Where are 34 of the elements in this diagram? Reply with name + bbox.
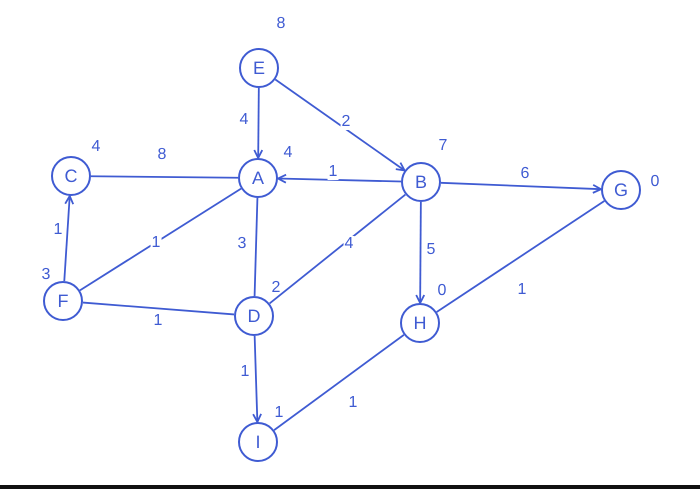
arrow	[277, 174, 402, 184]
edge-weight: 2	[340, 114, 352, 130]
edge-weight: 1	[328, 164, 338, 180]
node-letter: G	[614, 181, 628, 199]
heuristic-value: 0	[650, 174, 660, 190]
node-letter: D	[248, 307, 260, 325]
connector-line	[79, 188, 242, 292]
heuristic-value: 1	[274, 405, 284, 421]
arrow	[63, 195, 74, 282]
heuristic-value: 0	[438, 283, 446, 299]
arrow	[415, 202, 426, 304]
node-letter: A	[252, 169, 264, 187]
heuristic-value: 2	[272, 280, 280, 296]
node-letter: E	[252, 59, 265, 77]
connector-line	[254, 198, 258, 296]
arrow	[440, 182, 602, 194]
connector-line	[274, 334, 404, 431]
arrow	[253, 88, 264, 159]
connector-line	[91, 175, 238, 179]
heuristic-value: 4	[284, 145, 292, 161]
node-letter: F	[58, 292, 68, 310]
connector-line	[82, 302, 234, 316]
node-letter: H	[414, 314, 426, 332]
node-letter: I	[255, 433, 260, 451]
heuristic-value: 3	[42, 267, 50, 283]
heuristic-value: 7	[438, 138, 448, 154]
connector-line	[269, 194, 406, 304]
node-letter: B	[414, 173, 427, 191]
node-letter: C	[64, 167, 78, 185]
heuristic-value: 8	[276, 16, 286, 32]
connector-line	[436, 200, 605, 313]
arrow	[274, 78, 406, 172]
heuristic-value: 4	[92, 139, 100, 155]
arrow	[252, 336, 262, 423]
